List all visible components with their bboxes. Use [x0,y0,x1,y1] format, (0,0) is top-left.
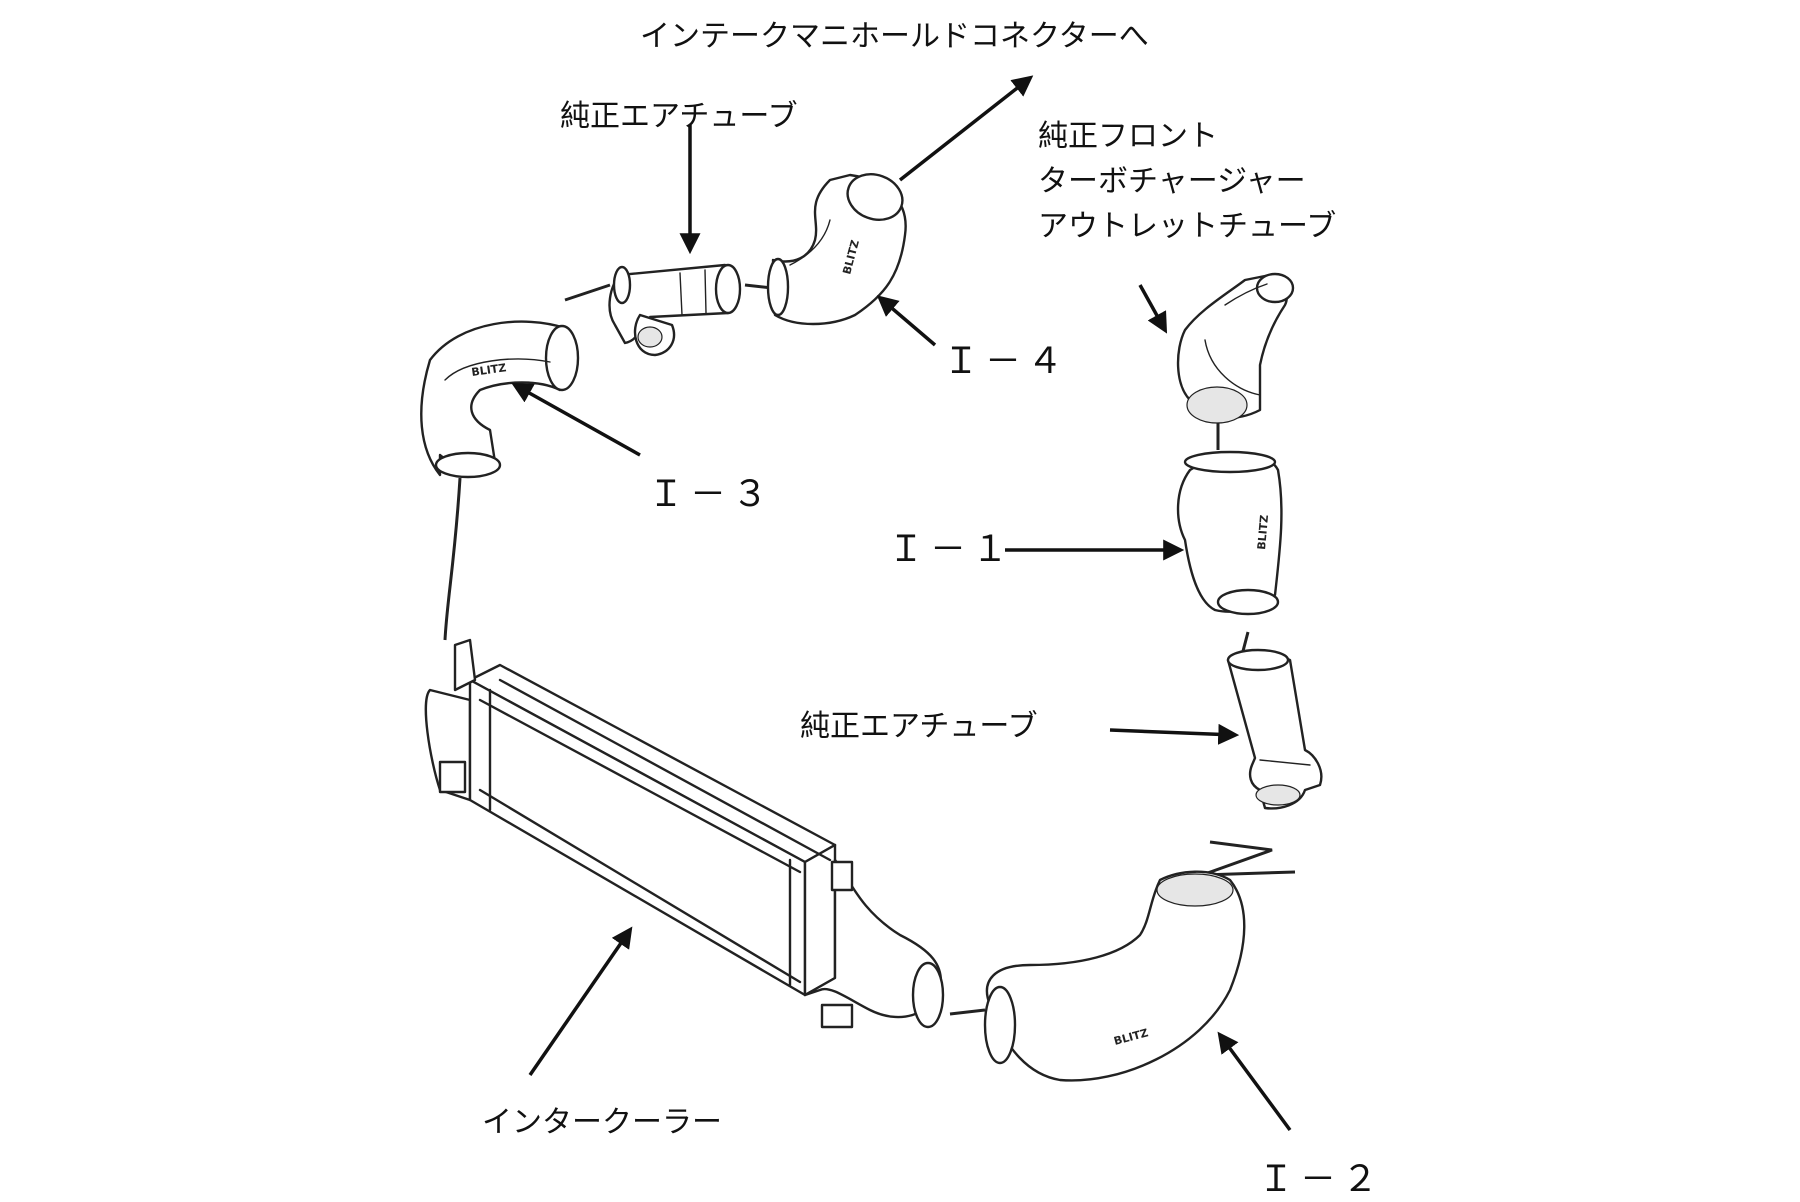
label-line: ターボチャージャー [1038,164,1306,199]
code-i3: Ｉ－３ [648,474,775,514]
arrow-icon [1217,1031,1292,1132]
oem-turbo-outlet-tube [1176,272,1295,424]
arrow-icon [1138,284,1168,334]
arrows [511,75,1292,1132]
code-i1: Ｉ－１ [888,529,1015,569]
oem-air-tube-right [1226,648,1323,810]
arrow-icon [898,75,1034,182]
label-line: 純正フロント [1038,119,1218,154]
pipe-i4: BLITZ [766,173,907,326]
svg-text:BLITZ: BLITZ [1255,514,1271,550]
arrow-icon [876,295,937,347]
arrow-icon [528,926,633,1076]
pipe-i3: BLITZ [420,320,580,479]
label-oem-air-tube-top: 純正エアチューブ [560,99,798,134]
pipe-i2: BLITZ [983,870,1246,1082]
label-oem-front-turbo-outlet-tube: 純正フロント ターボチャージャー アウトレットチューブ [1038,114,1336,249]
pipe-i1: BLITZ [1176,450,1283,616]
label-line: アウトレットチューブ [1038,209,1337,244]
code-i2: Ｉ－２ [1258,1159,1385,1199]
routing-lines [443,283,1296,1016]
oem-air-tube-top [608,263,742,357]
arrow-icon [1109,723,1240,745]
label-intercooler: インタークーラー [482,1105,722,1140]
label-oem-air-tube-right: 純正エアチューブ [800,709,1038,744]
code-i4: Ｉ－４ [943,341,1070,381]
label-intake-manifold-connector: インテークマニホールドコネクターへ [640,19,1149,54]
svg-text:BLITZ: BLITZ [471,361,507,379]
arrow-icon [511,382,641,457]
intercooler-core [424,638,945,1029]
